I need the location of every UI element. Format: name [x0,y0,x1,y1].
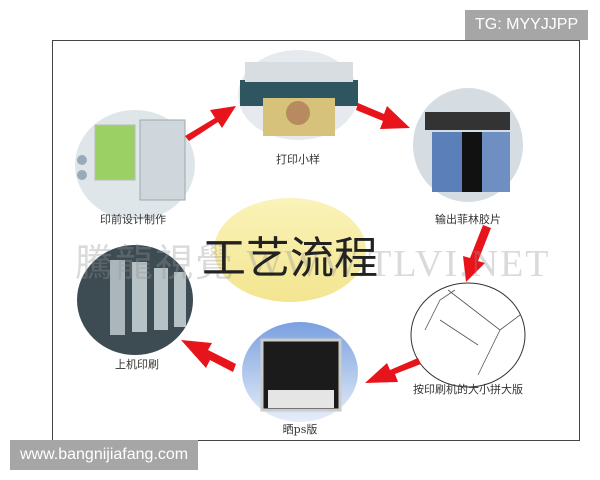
arrow-4 [365,358,421,383]
arrow-3 [463,225,491,282]
film-output-icon [413,88,523,202]
site-tag: www.bangnijiafang.com [10,440,199,470]
diagram-title: 工艺流程 [202,233,378,284]
step-label-plate: 晒ps版 [282,423,318,436]
step-label-proof: 打印小样 [276,153,320,166]
arrow-5 [181,340,236,372]
imposition-sketch-icon [410,282,526,388]
printer-icon [238,50,358,140]
watermark: 騰龍視覺 WWW.TLVI.NET [75,243,551,285]
tg-tag: TG: MYYJJPP [465,10,589,40]
step-label-imposition: 按印刷机的大小拼大版 [413,383,523,396]
printing-press-icon [77,245,193,355]
plate-exposure-icon [242,322,358,422]
step-label-prepress: 印前设计制作 [100,213,166,226]
computer-icon [75,110,195,220]
center-ellipse [214,198,366,302]
arrow-2 [356,103,410,129]
step-label-film: 输出菲林胶片 [435,213,501,226]
step-label-press: 上机印刷 [115,358,159,371]
arrow-1 [185,106,236,141]
